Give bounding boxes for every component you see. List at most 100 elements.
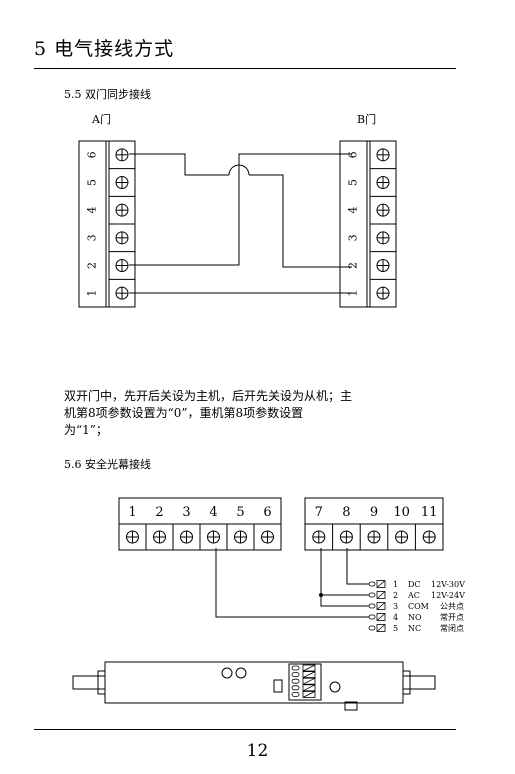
pin-number: 4 — [393, 613, 398, 622]
door-a-terminal-screw-icon — [115, 203, 129, 217]
device-terminal-icon — [302, 691, 316, 698]
door-b-terminal-number: 6 — [347, 151, 360, 158]
pin-number: 3 — [393, 602, 398, 611]
door-a-label: A门 — [92, 113, 111, 126]
pin-terminal-icon — [376, 613, 386, 621]
controller-terminal-number: 3 — [182, 505, 190, 520]
section-5-5-title: 5.5 双门同步接线 — [64, 88, 151, 101]
door-b-terminal-number: 3 — [347, 234, 360, 241]
device-pin-icon — [291, 692, 300, 697]
pin-terminal-icon — [376, 602, 386, 610]
door-a-terminal-screw-icon — [115, 231, 129, 245]
pin-description: 常开点 — [440, 613, 464, 622]
controller-terminal-screw-icon — [180, 530, 193, 544]
pin-terminal-icon — [376, 624, 386, 632]
controller-terminal-screw-icon — [339, 530, 353, 544]
controller-terminal-screw-icon — [367, 530, 381, 544]
door-b-terminal-screw-icon — [376, 203, 390, 217]
controller-terminal-number: 7 — [315, 505, 323, 520]
controller-right-block — [304, 497, 444, 551]
pin-type: NO — [408, 613, 422, 622]
sensor-pin-row: 3 COM 公共点 — [368, 602, 464, 611]
controller-terminal-number: 2 — [155, 505, 163, 520]
controller-terminal-number: 5 — [236, 505, 244, 520]
device-pin-icon — [291, 672, 300, 677]
controller-terminal-number: 10 — [393, 505, 410, 520]
footer-rule — [34, 729, 456, 730]
sensor-pin-row: 2 AC 12V-24V — [368, 591, 465, 600]
controller-terminal-screw-icon — [126, 530, 139, 544]
door-b-label: B门 — [357, 113, 377, 126]
device-terminal-icon — [302, 671, 316, 678]
device-terminal-icon — [302, 684, 316, 692]
door-b-terminal-screw-icon — [376, 176, 390, 189]
door-b-terminal-screw-icon — [376, 259, 390, 272]
section-5-6-title: 5.6 安全光幕接线 — [64, 458, 151, 471]
controller-terminal-screw-icon — [234, 530, 247, 544]
door-a-terminal-screw-icon — [115, 148, 129, 162]
controller-terminal-screw-icon — [395, 530, 409, 544]
sync-wires — [129, 153, 352, 294]
door-b-terminal-number: 5 — [347, 179, 360, 186]
wire-a6-b2 — [129, 153, 229, 176]
controller-terminal-screw-icon — [422, 530, 436, 544]
pin-connector-icon — [368, 614, 376, 620]
door-b-terminal-screw-icon — [376, 231, 390, 245]
pin-terminal-icon — [376, 580, 386, 588]
door-a-terminal-screw-icon — [115, 286, 129, 300]
door-a-terminal-number: 1 — [86, 290, 99, 297]
controller-terminal-number: 8 — [342, 505, 350, 520]
pin-type: AC — [407, 591, 420, 600]
pin-connector-icon — [368, 625, 376, 631]
description-line-2: 机第8项参数设置为“0”，重机第8项参数设置 — [64, 406, 304, 420]
controller-terminal-screw-icon — [312, 530, 326, 544]
door-b-terminal-number: 4 — [347, 207, 360, 214]
controller-terminal-number: 11 — [421, 505, 438, 520]
door-a-terminal-number: 6 — [86, 151, 99, 158]
pin-spec: 12V-24V — [431, 591, 465, 600]
door-b-terminal-number: 2 — [347, 262, 360, 269]
door-a-terminal-screw-icon — [115, 259, 129, 272]
controller-terminal-screw-icon — [153, 530, 166, 544]
door-a-terminal-number: 4 — [86, 207, 99, 214]
light-curtain-wires — [215, 548, 369, 618]
description-line-1: 双开门中，先开后关设为主机，后开先关设为从机；主 — [64, 389, 353, 403]
pin-type: DC — [408, 580, 421, 589]
door-a-terminal-number: 2 — [86, 262, 99, 269]
device-terminal-icon — [302, 677, 316, 685]
door-a-terminal-screw-icon — [115, 176, 129, 189]
pin-terminal-icon — [376, 591, 386, 599]
sensor-pin-row: 5 NC 常闭点 — [368, 624, 464, 633]
pin-connector-icon — [368, 581, 376, 587]
device-pin-icon — [291, 665, 300, 671]
sensor-pin-row: 4 NO 常开点 — [368, 613, 464, 622]
door-b-terminal-number: 1 — [347, 290, 360, 297]
device-pin-icon — [291, 685, 300, 691]
pin-description: 公共点 — [440, 602, 464, 611]
device-pin-icon — [291, 678, 300, 684]
pin-type: NC — [408, 624, 421, 633]
door-a-terminal-number: 5 — [86, 179, 99, 186]
pin-description: 常闭点 — [440, 624, 464, 633]
pin-number: 1 — [393, 580, 398, 589]
wire-a2-b6 — [129, 153, 352, 266]
controller-terminal-number: 1 — [128, 505, 136, 520]
door-b-terminal-screw-icon — [376, 286, 390, 300]
controller-terminal-number: 9 — [370, 505, 378, 520]
page-number: 12 — [246, 741, 269, 761]
pin-connector-icon — [368, 603, 376, 609]
pin-number: 2 — [393, 591, 398, 600]
controller-terminal-screw-icon — [207, 530, 220, 544]
description-line-3: 为“1”； — [64, 423, 108, 437]
door-a-terminal-number: 3 — [86, 234, 99, 241]
wire-junction — [319, 593, 323, 597]
controller-terminal-screw-icon — [261, 530, 274, 544]
pin-number: 5 — [393, 624, 398, 633]
device-terminal-icon — [302, 664, 316, 672]
pin-type: COM — [408, 602, 429, 611]
controller-terminal-number: 4 — [209, 505, 217, 520]
chapter-title: 5 电气接线方式 — [34, 38, 175, 60]
header-rule — [34, 68, 456, 69]
